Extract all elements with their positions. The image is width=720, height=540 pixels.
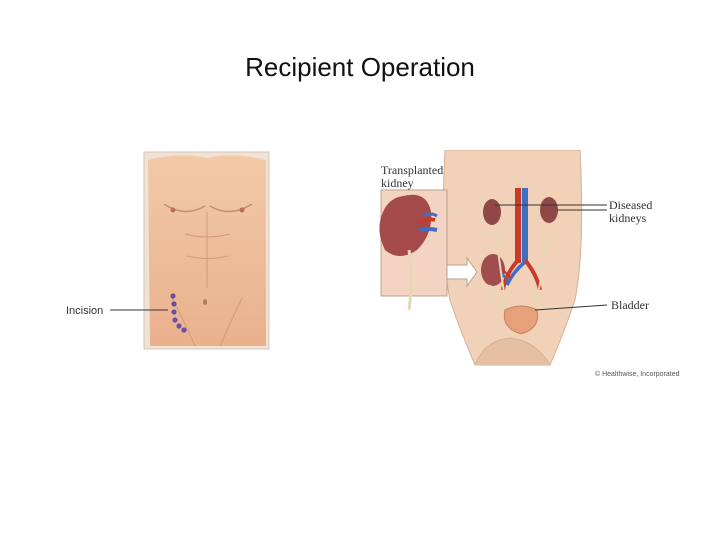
transplanted-label-line1: Transplanted <box>381 163 443 177</box>
diseased-kidney-right <box>540 197 558 223</box>
copyright-text: © Healthwise, Incorporated <box>595 370 680 378</box>
diseased-kidney-left <box>483 199 501 225</box>
anatomy-illustration: Transplanted kidney Diseased kidneys Bla… <box>379 150 680 378</box>
vena-cava <box>522 188 528 263</box>
body-silhouette <box>442 150 583 366</box>
slide-title: Recipient Operation <box>245 52 475 82</box>
incision-marks <box>170 293 187 333</box>
navel <box>203 299 207 305</box>
transplanted-kidney-inset <box>379 194 432 256</box>
aorta <box>515 188 521 263</box>
nipple-right <box>239 207 245 213</box>
diseased-label-line2: kidneys <box>609 211 647 225</box>
bladder-label: Bladder <box>611 298 649 312</box>
inset-arrow <box>446 256 478 288</box>
torso-illustration: Incision <box>66 151 270 350</box>
transplanted-label-line2: kidney <box>381 176 414 190</box>
nipple-left <box>170 207 176 213</box>
incision-label: Incision <box>66 305 103 317</box>
diseased-label-line1: Diseased <box>609 198 652 212</box>
bladder <box>503 305 539 335</box>
